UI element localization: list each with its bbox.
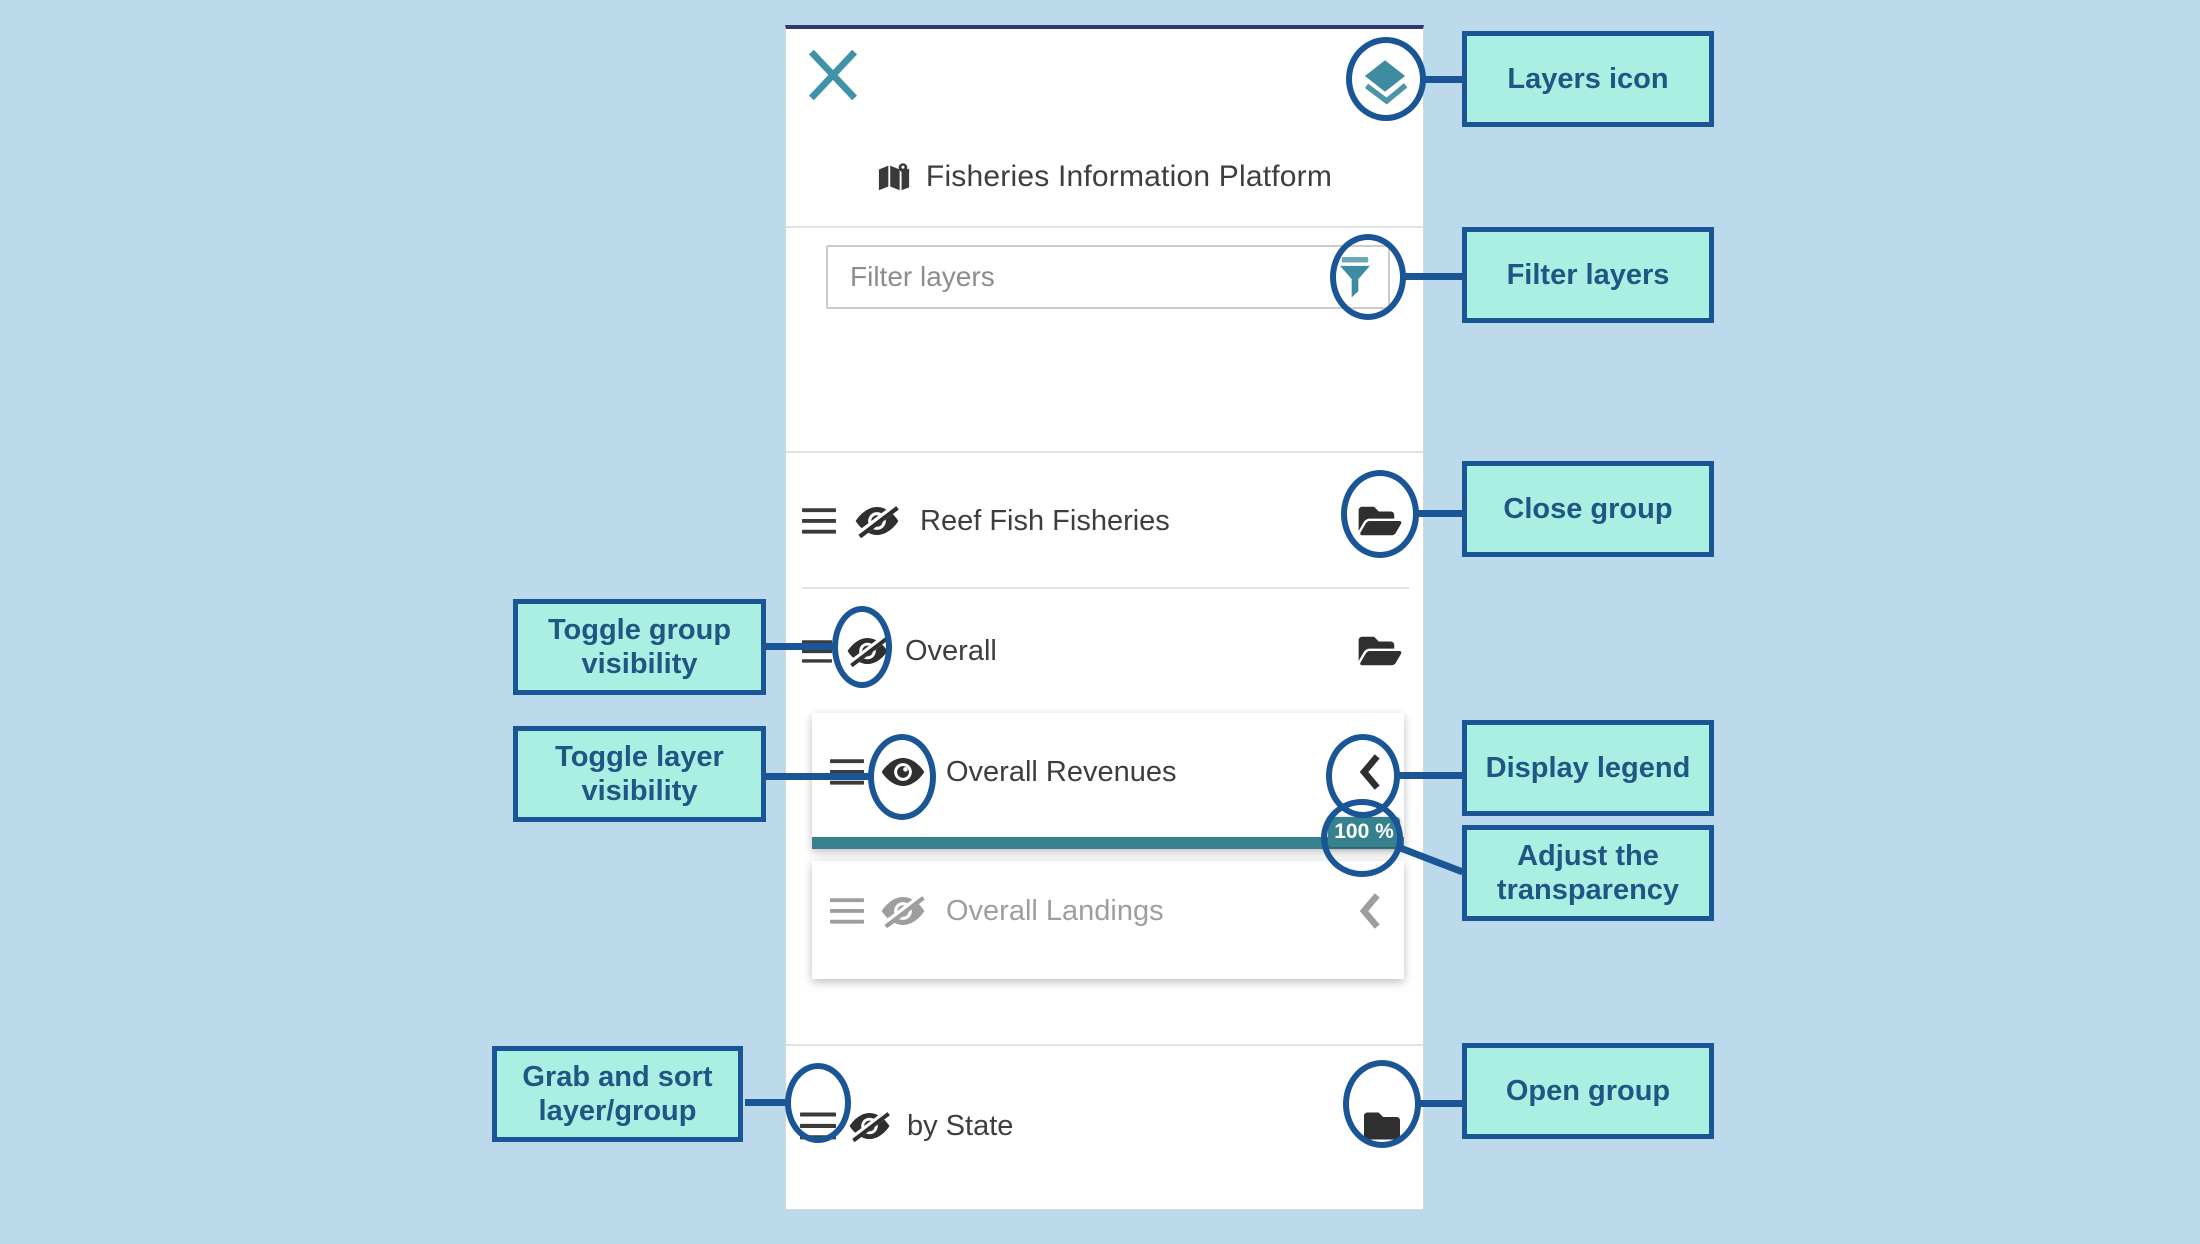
layer-label: Overall Landings — [946, 894, 1164, 927]
transparency-slider[interactable] — [812, 837, 1404, 849]
callout-label: Toggle group visibility — [547, 613, 732, 680]
callout-label: Close group — [1503, 492, 1673, 525]
group-row-by-state: by State — [786, 1051, 1423, 1201]
connector-line — [1424, 76, 1462, 83]
group-label: by State — [907, 1109, 1014, 1142]
divider — [786, 1044, 1423, 1046]
drag-handle-icon[interactable] — [830, 759, 864, 785]
annotation-circle-grab-sort — [785, 1063, 851, 1143]
divider — [802, 587, 1409, 589]
callout-filter-layers: Filter layers — [1462, 227, 1714, 323]
callout-label: Layers icon — [1507, 62, 1669, 95]
connector-line — [1417, 510, 1462, 517]
layer-row: Overall Landings — [812, 861, 1404, 961]
divider — [786, 451, 1423, 453]
callout-toggle-group-visibility: Toggle group visibility — [513, 599, 766, 695]
annotation-circle-transparency — [1321, 799, 1403, 877]
callout-label: Display legend — [1485, 751, 1691, 784]
callout-toggle-layer-visibility: Toggle layer visibility — [513, 726, 766, 822]
annotation-circle-filter — [1330, 234, 1406, 320]
callout-layers-icon: Layers icon — [1462, 31, 1714, 127]
close-panel-button[interactable] — [804, 45, 862, 105]
connector-line — [1404, 273, 1462, 280]
callout-display-legend: Display legend — [1462, 720, 1714, 816]
annotation-circle-open-group — [1343, 1060, 1421, 1148]
map-icon — [878, 163, 910, 191]
callout-label: Grab and sort layer/group — [522, 1060, 713, 1127]
connector-line — [766, 773, 870, 780]
eye-slash-icon[interactable] — [848, 1110, 891, 1142]
connector-line — [745, 1099, 787, 1106]
callout-label: Adjust the transparency — [1496, 839, 1680, 906]
annotation-circle-layers-icon — [1346, 37, 1426, 121]
group-row-reef-fish-fisheries: Reef Fish Fisheries — [786, 457, 1423, 585]
panel-title-row: Fisheries Information Platform — [786, 147, 1423, 207]
group-label: Reef Fish Fisheries — [920, 504, 1170, 537]
panel-title: Fisheries Information Platform — [925, 160, 1333, 193]
callout-grab-and-sort: Grab and sort layer/group — [492, 1046, 743, 1142]
connector-line — [1419, 1100, 1462, 1107]
connector-line — [766, 643, 834, 650]
layer-label: Overall Revenues — [946, 755, 1177, 788]
annotation-circle-toggle-group — [832, 606, 892, 688]
connector-line — [1398, 772, 1462, 779]
drag-handle-icon[interactable] — [830, 898, 864, 924]
layer-card-overall-landings: Overall Landings — [812, 861, 1404, 979]
close-icon — [808, 49, 858, 101]
callout-close-group: Close group — [1462, 461, 1714, 557]
drag-handle-icon[interactable] — [802, 508, 836, 534]
eye-slash-icon[interactable] — [880, 894, 926, 928]
callout-open-group: Open group — [1462, 1043, 1714, 1139]
folder-open-icon[interactable] — [1357, 632, 1403, 670]
filter-input[interactable] — [826, 245, 1390, 309]
chevron-left-icon[interactable] — [1358, 891, 1382, 931]
callout-label: Open group — [1505, 1074, 1671, 1107]
group-label: Overall — [905, 634, 997, 667]
annotation-circle-toggle-layer — [868, 734, 936, 820]
filter-field — [826, 245, 1390, 309]
annotation-circle-close-group — [1341, 470, 1419, 558]
callout-label: Filter layers — [1506, 258, 1670, 291]
callout-label: Toggle layer visibility — [555, 740, 724, 807]
divider — [786, 226, 1423, 228]
drag-handle-icon[interactable] — [802, 639, 832, 663]
callout-adjust-transparency: Adjust the transparency — [1462, 825, 1714, 921]
eye-slash-icon[interactable] — [854, 504, 900, 538]
